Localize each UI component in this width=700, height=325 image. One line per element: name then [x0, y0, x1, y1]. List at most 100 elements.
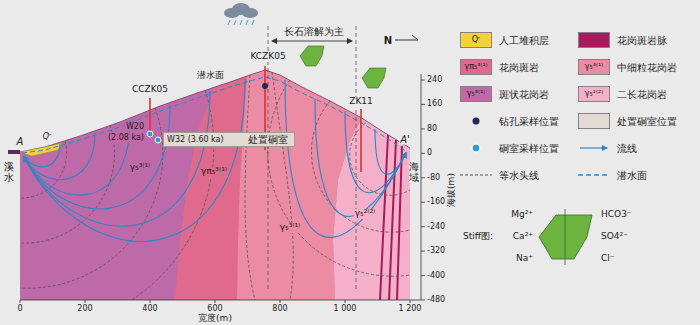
porphyry-dike [380, 135, 402, 300]
sample-age: (2.08 ka) [107, 134, 145, 143]
legend-text: 人工堆积层 [498, 35, 550, 46]
ion-label: Cl⁻ [600, 254, 616, 264]
swatch-symbol: γ₅³⁽¹⁾ [466, 90, 486, 99]
legend-text: 硐室采样位置 [498, 143, 560, 154]
rock-unit-label: γ₅³⁽¹⁾ [129, 163, 152, 173]
legend-flow-line [580, 147, 607, 148]
stiff-diagram [300, 46, 324, 66]
legend-stiff [539, 215, 592, 259]
equipotential-line [268, 80, 410, 276]
equipotential-line [350, 120, 410, 195]
legend-swatch [578, 113, 610, 129]
stiff-axis [565, 209, 566, 265]
borehole [360, 109, 362, 172]
flow-line [285, 80, 406, 237]
legend-text: 钻孔采样位置 [498, 116, 560, 127]
flow-line [24, 79, 245, 241]
equipotential-lines [20, 72, 410, 300]
borehole [149, 98, 151, 131]
chamber-label: 处置硐室 [248, 134, 288, 145]
axis-title: 宽度(m) [197, 314, 233, 324]
legend-text: 二长花岗岩 [616, 89, 668, 100]
flow-line [345, 111, 406, 193]
legend-text: 花岗斑岩脉 [616, 35, 668, 46]
flow-line [315, 99, 406, 217]
rock-units [20, 50, 420, 300]
swatch-symbol: γ₅²⁽²⁾ [584, 90, 604, 99]
legend-dot [472, 144, 480, 152]
legend-text: 流线 [616, 143, 638, 154]
north-arrow [395, 35, 418, 40]
x-axis [20, 300, 421, 303]
equipotential-line [272, 72, 293, 300]
axis-tick: -400 [426, 271, 446, 280]
rock-unit-label: γ₅³⁽¹⁾ [279, 223, 302, 233]
north-label: N [383, 35, 393, 46]
legend-water-table [578, 174, 610, 176]
borehole-label: CCZK05 [131, 85, 169, 95]
ground-surface [20, 70, 410, 152]
legend-text: 斑状花岗岩 [498, 89, 550, 100]
legend-text: 中细粒花岗岩 [616, 62, 678, 73]
flow-line [24, 105, 170, 209]
fill-deposit [20, 143, 62, 156]
legend-dot [473, 118, 480, 125]
stream-mark [8, 150, 20, 154]
granite-porphyry [175, 60, 248, 300]
axis-tick: 0 [16, 305, 23, 314]
zone-boundary [268, 26, 356, 290]
axis-tick: 600 [206, 305, 223, 314]
stiff-title: Stiff图: [462, 232, 494, 242]
axis-tick: 800 [271, 305, 288, 314]
equipotential-line [20, 125, 115, 243]
unit-symbol: Qʳ [42, 133, 52, 142]
legend-symbols [460, 118, 610, 266]
water-table-label: 潜水面 [196, 71, 225, 81]
y-axis [421, 74, 425, 300]
flow-lines [24, 79, 406, 241]
axis-tick: -480 [426, 296, 446, 305]
rain [228, 20, 254, 25]
water-table [22, 77, 406, 153]
axis-tick: 0 [426, 149, 433, 158]
legend-text: 处置硐室位置 [616, 116, 678, 127]
equipotential-line [132, 90, 214, 300]
monzogranite [333, 50, 420, 300]
process-note: 长石溶解为主 [283, 26, 345, 37]
axis-tick: -80 [426, 173, 441, 182]
sample-label: W20 [125, 123, 145, 132]
legend-text: 潜水面 [616, 170, 648, 181]
equipotential-line [20, 108, 163, 288]
axis-tick: -160 [426, 198, 446, 207]
stream-label: 溪水 [4, 161, 14, 183]
equipotential-line [245, 75, 255, 300]
section-end: A [16, 136, 25, 147]
axis-tick: -240 [426, 222, 446, 231]
cloud [242, 8, 258, 18]
ion-label: SO4²⁻ [600, 232, 629, 242]
axis-tick: 80 [426, 124, 438, 133]
axis-tick: 160 [426, 100, 443, 109]
legend-equipotential [460, 175, 492, 176]
rain-cloud [224, 3, 258, 25]
ion-label: Na⁺ [515, 254, 534, 264]
axis-tick: 1 200 [398, 305, 423, 314]
axis-tick: -320 [426, 247, 446, 256]
axis-tick: 240 [426, 76, 443, 85]
sample-label: W32 (3.60 ka) [166, 136, 225, 145]
borehole-label: ZK11 [348, 97, 374, 107]
legend-text: 等水头线 [498, 170, 540, 181]
borehole-sample [262, 83, 268, 89]
section-end: A' [399, 134, 411, 145]
rock-unit-label: γπ₅³⁽¹⁾ [200, 167, 228, 177]
axis-tick: 400 [141, 305, 158, 314]
sea-label: 海域 [409, 161, 419, 183]
axis-tick: 1 000 [333, 305, 358, 314]
swatch-symbol: γπ₅³⁽¹⁾ [463, 63, 488, 72]
stiff-diagram [362, 68, 386, 88]
stiff-diagrams [300, 46, 386, 88]
ion-label: HCO3⁻ [600, 210, 633, 220]
ion-label: Ca²⁺ [512, 232, 534, 242]
